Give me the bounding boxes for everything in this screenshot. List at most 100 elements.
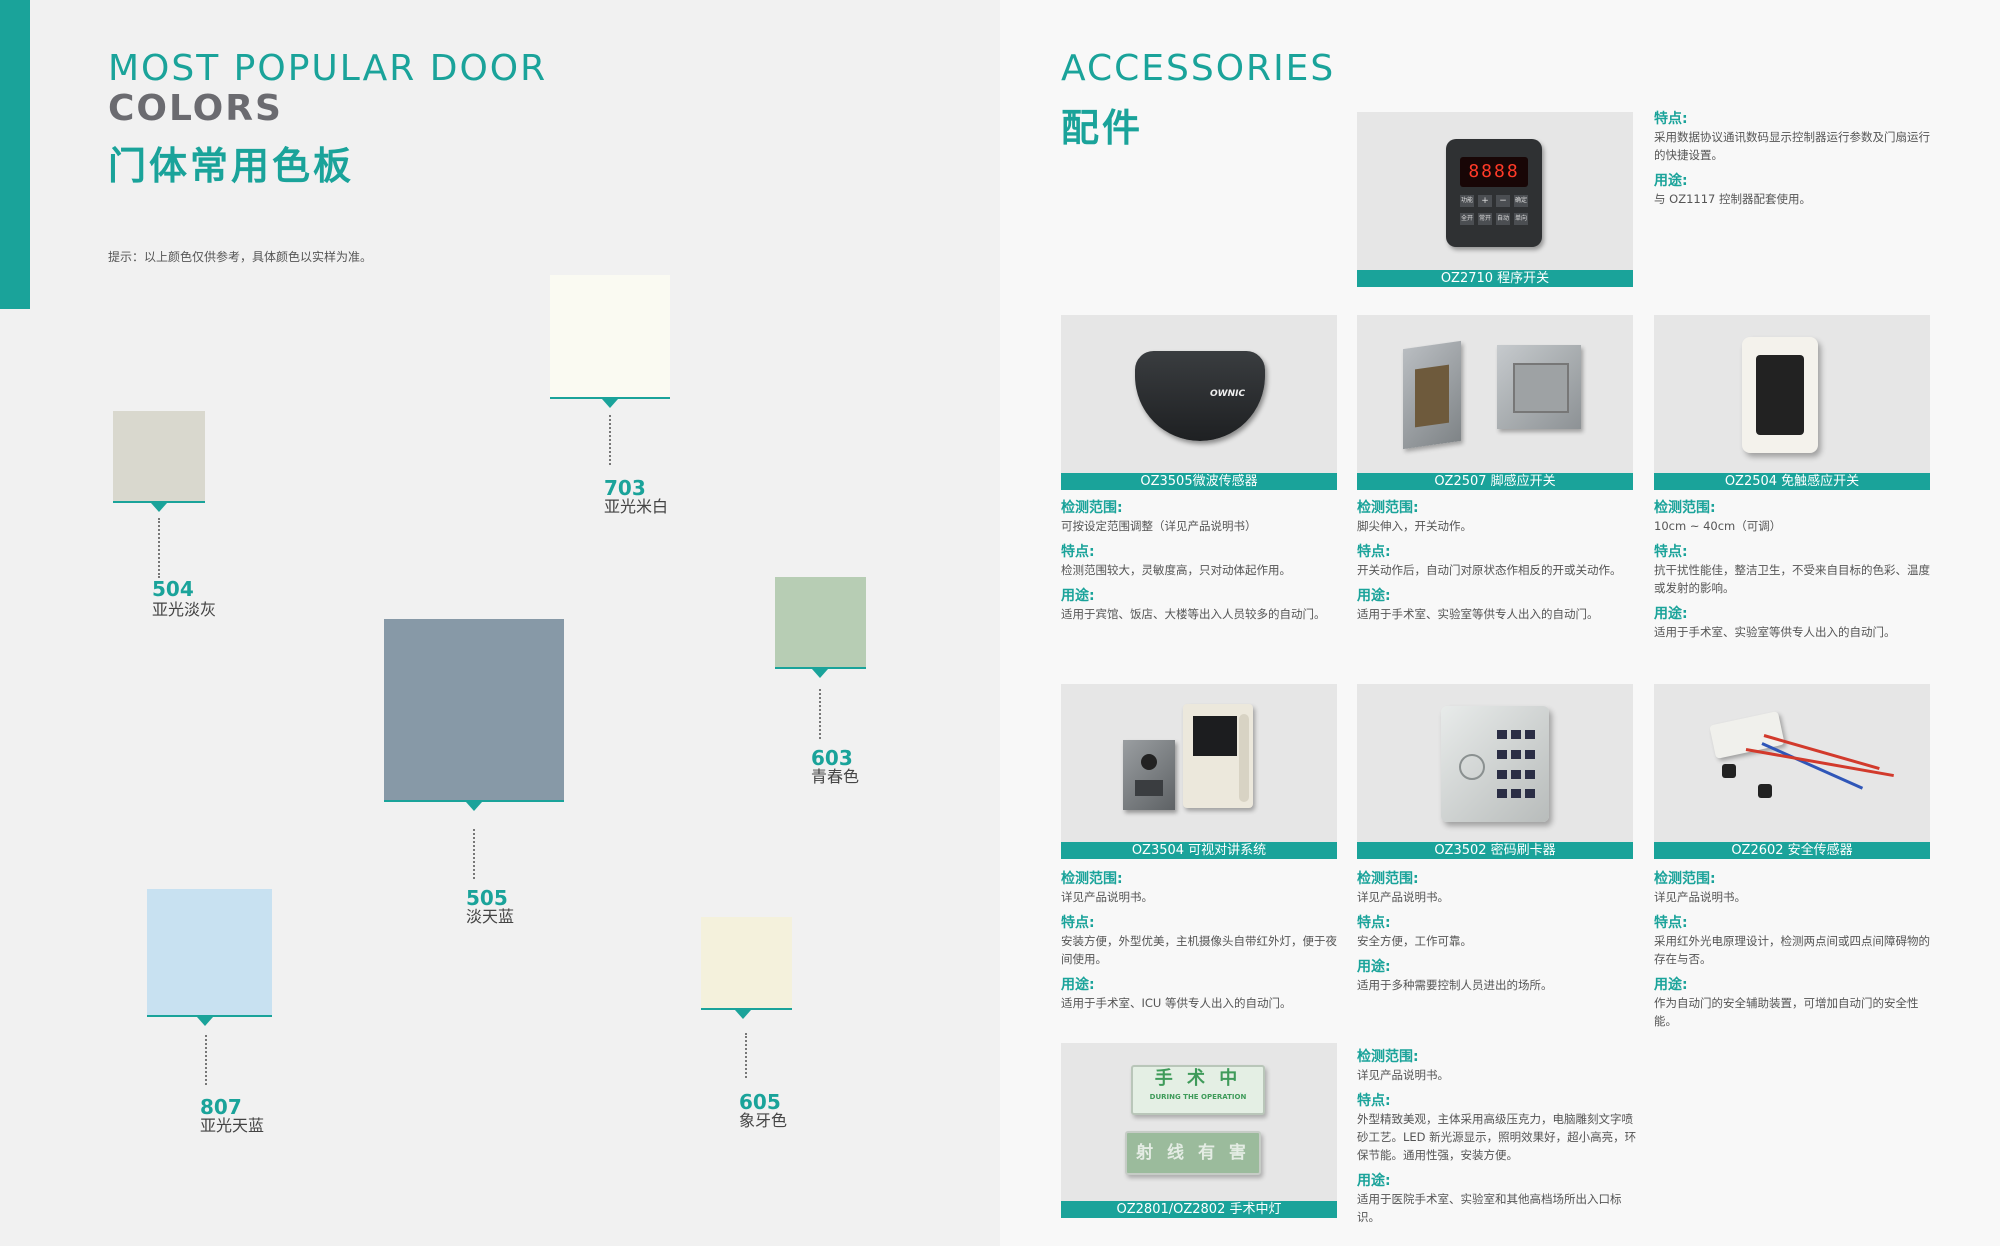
spec-text: 适用于多种需要控制人员进出的场所。 bbox=[1357, 978, 1553, 992]
product-photo bbox=[1357, 315, 1633, 473]
swatch-pointer bbox=[466, 802, 482, 811]
safety-sensor-unit bbox=[1709, 711, 1785, 759]
spec-text: 开关动作后，自动门对原状态作相反的开或关动作。 bbox=[1357, 563, 1622, 577]
spec-text: 详见产品说明书。 bbox=[1654, 890, 1746, 904]
spec-text: 采用红外光电原理设计，检测两点间或四点间障碍物的存在与否。 bbox=[1654, 934, 1930, 966]
swatch-box bbox=[147, 889, 272, 1017]
keypad-key bbox=[1525, 789, 1535, 799]
color-code: 605 bbox=[739, 1090, 781, 1114]
intercom-handset bbox=[1239, 714, 1249, 802]
keypad-key bbox=[1525, 749, 1535, 759]
product-card-oz2801: 手 术 中 DURING THE OPERATION 射 线 有 害 OZ280… bbox=[1061, 1043, 1337, 1218]
keypad-key bbox=[1511, 769, 1521, 779]
spec-label: 特点: bbox=[1061, 915, 1095, 931]
title-cn-colors: 门体常用色板 bbox=[108, 144, 355, 188]
spec-oz2710: 特点: 采用数据协议通讯数码显示控制器运行参数及门扇运行的快捷设置。 用途: 与… bbox=[1654, 110, 1936, 216]
led-display: 8888 bbox=[1460, 157, 1528, 187]
touchless-switch-frame bbox=[1742, 337, 1818, 453]
spec-text: 适用于手术室、ICU 等供专人出入的自动门。 bbox=[1061, 996, 1292, 1010]
keypad-key bbox=[1497, 769, 1507, 779]
keypad-key bbox=[1525, 769, 1535, 779]
foot-switch-slot bbox=[1415, 364, 1449, 428]
keypad-key bbox=[1497, 789, 1507, 799]
swatch-box bbox=[384, 619, 564, 802]
spec-label: 用途: bbox=[1061, 977, 1095, 993]
spec-text: 采用数据协议通讯数码显示控制器运行参数及门扇运行的快捷设置。 bbox=[1654, 130, 1930, 162]
product-card-oz2710: 8888 功能 + − 确定 全开 常开 自动 单向 OZ2710 程序开关 bbox=[1357, 112, 1633, 287]
spec-text: 与 OZ1117 控制器配套使用。 bbox=[1654, 192, 1812, 206]
swatch-pointer bbox=[197, 1017, 213, 1026]
spec-oz2504: 检测范围: 10cm ~ 40cm（可调） 特点: 抗干扰性能佳，整洁卫生，不受… bbox=[1654, 499, 1936, 649]
title-cn-accessories: 配件 bbox=[1061, 106, 1144, 150]
rfid-icon bbox=[1459, 754, 1485, 780]
color-name: 亚光淡灰 bbox=[152, 600, 217, 619]
touchless-switch-face bbox=[1756, 355, 1804, 435]
swatch-box bbox=[113, 411, 205, 503]
spec-text: 适用于医院手术室、实验室和其他高档场所出入口标识。 bbox=[1357, 1192, 1622, 1224]
product-caption: OZ2507 脚感应开关 bbox=[1357, 473, 1633, 490]
leader-line bbox=[473, 829, 475, 879]
color-name: 亚光米白 bbox=[604, 497, 669, 516]
spec-label: 用途: bbox=[1654, 173, 1688, 189]
leader-line bbox=[158, 518, 160, 578]
product-card-oz3505: OWNIC OZ3505微波传感器 bbox=[1061, 315, 1337, 490]
leader-line bbox=[205, 1035, 207, 1085]
product-caption: OZ3504 可视对讲系统 bbox=[1061, 842, 1337, 859]
spec-text: 10cm ~ 40cm（可调） bbox=[1654, 519, 1782, 533]
spec-label: 用途: bbox=[1061, 588, 1095, 604]
spec-label: 检测范围: bbox=[1357, 871, 1419, 887]
sensor-head bbox=[1722, 764, 1736, 778]
key: 确定 bbox=[1514, 195, 1528, 207]
product-photo bbox=[1654, 315, 1930, 473]
color-name: 亚光天蓝 bbox=[200, 1116, 265, 1135]
spec-label: 用途: bbox=[1357, 1173, 1391, 1189]
product-card-oz2504: OZ2504 免触感应开关 bbox=[1654, 315, 1930, 490]
keypad-key bbox=[1525, 730, 1535, 739]
spec-text: 安全方便，工作可靠。 bbox=[1357, 934, 1472, 948]
sign-text: 射 线 有 害 bbox=[1136, 1143, 1250, 1163]
spec-label: 特点: bbox=[1357, 915, 1391, 931]
keypad-key bbox=[1497, 730, 1507, 739]
spec-text: 详见产品说明书。 bbox=[1357, 1068, 1449, 1082]
spec-text: 安装方便，外型优美，主机摄像头自带红外灯，便于夜间使用。 bbox=[1061, 934, 1337, 966]
key-grid: 功能 + − 确定 全开 常开 自动 单向 bbox=[1460, 195, 1530, 225]
color-note: 提示：以上颜色仅供参考，具体颜色以实样为准。 bbox=[108, 250, 373, 264]
spec-label: 特点: bbox=[1357, 1093, 1391, 1109]
spec-label: 特点: bbox=[1654, 915, 1688, 931]
spec-oz2602: 检测范围: 详见产品说明书。 特点: 采用红外光电原理设计，检测两点间或四点间障… bbox=[1654, 870, 1936, 1038]
leader-line bbox=[819, 689, 821, 739]
swatch-box bbox=[701, 917, 792, 1010]
swatch-pointer bbox=[735, 1010, 751, 1019]
color-code: 703 bbox=[604, 476, 646, 500]
spec-oz3502: 检测范围: 详见产品说明书。 特点: 安全方便，工作可靠。 用途: 适用于多种需… bbox=[1357, 870, 1639, 1002]
spec-text: 适用于手术室、实验室等供专人出入的自动门。 bbox=[1654, 625, 1896, 639]
spec-label: 用途: bbox=[1654, 977, 1688, 993]
spec-label: 检测范围: bbox=[1357, 500, 1419, 516]
program-switch-panel: 8888 功能 + − 确定 全开 常开 自动 单向 bbox=[1446, 139, 1542, 247]
spec-label: 检测范围: bbox=[1654, 500, 1716, 516]
operation-lamp-sign: 手 术 中 DURING THE OPERATION bbox=[1131, 1065, 1265, 1115]
swatch-box bbox=[775, 577, 866, 669]
product-card-oz3502: OZ3502 密码刷卡器 bbox=[1357, 684, 1633, 859]
right-page: ACCESSORIES 配件 8888 功能 + − 确定 全开 常开 自动 单… bbox=[1000, 0, 2000, 1246]
spec-oz3505: 检测范围: 可按设定范围调整（详见产品说明书） 特点: 检测范围较大，灵敏度高，… bbox=[1061, 499, 1343, 631]
leader-line bbox=[609, 415, 611, 465]
spec-text: 作为自动门的安全辅助装置，可增加自动门的安全性能。 bbox=[1654, 996, 1919, 1028]
product-card-oz2602: OZ2602 安全传感器 bbox=[1654, 684, 1930, 859]
product-caption: OZ3502 密码刷卡器 bbox=[1357, 842, 1633, 859]
key: 全开 bbox=[1460, 213, 1474, 225]
spec-text: 详见产品说明书。 bbox=[1061, 890, 1153, 904]
swatch-pointer bbox=[151, 503, 167, 512]
color-code: 807 bbox=[200, 1095, 242, 1119]
spec-text: 适用于宾馆、饭店、大楼等出入人员较多的自动门。 bbox=[1061, 607, 1326, 621]
spec-oz3504: 检测范围: 详见产品说明书。 特点: 安装方便，外型优美，主机摄像头自带红外灯，… bbox=[1061, 870, 1343, 1020]
product-caption: OZ3505微波传感器 bbox=[1061, 473, 1337, 490]
key: 自动 bbox=[1496, 213, 1510, 225]
product-photo bbox=[1061, 684, 1337, 842]
key: 单向 bbox=[1514, 213, 1528, 225]
key: 常开 bbox=[1478, 213, 1492, 225]
color-name: 青春色 bbox=[811, 767, 860, 786]
foot-switch-box bbox=[1497, 345, 1581, 429]
intercom-screen bbox=[1193, 716, 1237, 756]
product-card-oz3504: OZ3504 可视对讲系统 bbox=[1061, 684, 1337, 859]
